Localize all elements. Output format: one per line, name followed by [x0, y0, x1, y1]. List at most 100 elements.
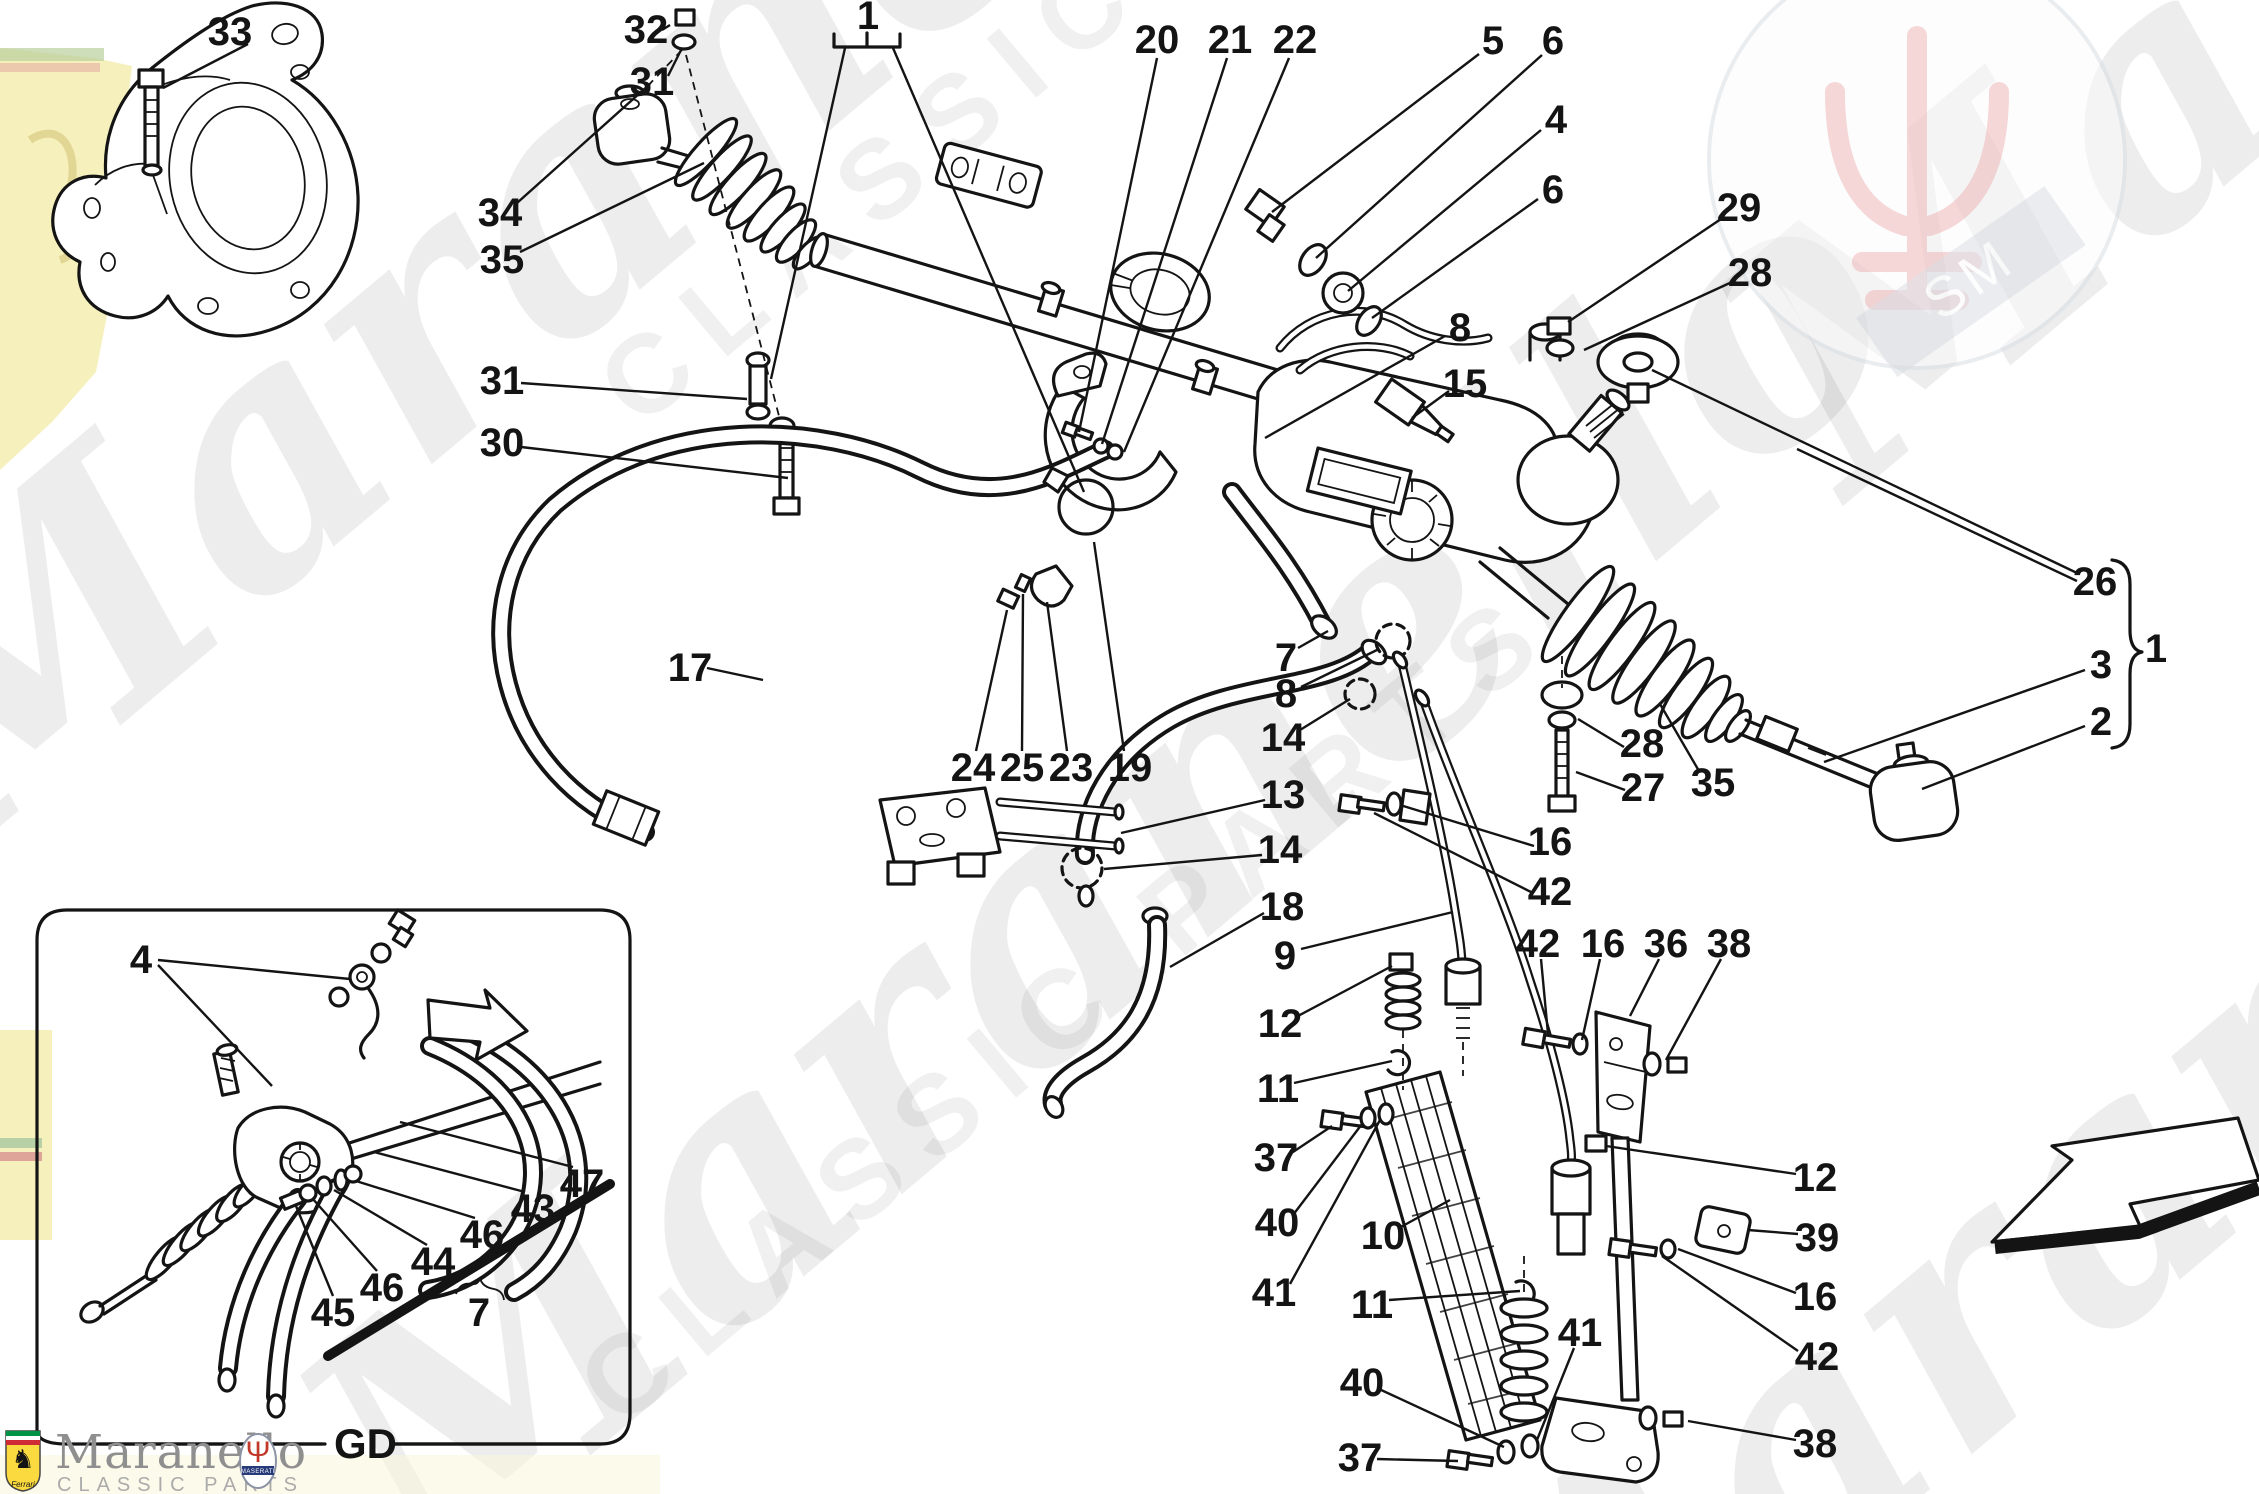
leader-line-5 — [1271, 53, 1480, 213]
bracket-foot — [1540, 1396, 1684, 1484]
bolt-33 — [137, 68, 168, 215]
leader-line-6 — [1315, 54, 1543, 259]
leader-line-20 — [1077, 57, 1159, 433]
logo-tagline: CLASSIC PARTS — [57, 1474, 304, 1494]
leader-line-40 — [1378, 1387, 1505, 1449]
bolt-37a — [1319, 1102, 1395, 1131]
inset-fittings — [278, 1164, 363, 1211]
hose-7 — [1222, 482, 1338, 640]
leader-line-16 — [1399, 803, 1535, 848]
pipe-bracket — [878, 786, 1125, 886]
leader-line-39 — [1747, 1228, 1799, 1236]
inset-shield-watermark — [0, 1030, 52, 1240]
bracket-strap — [1610, 1136, 1640, 1402]
input-shaft — [1567, 388, 1631, 453]
callout-35: 35 — [480, 238, 525, 282]
leader-line-16 — [1677, 1247, 1797, 1295]
leader-line-21 — [1100, 57, 1229, 445]
mount-hardware — [1545, 316, 1680, 404]
callout-12: 12 — [1793, 1156, 1838, 1200]
callout-38: 38 — [1793, 1422, 1838, 1466]
leader-line-40 — [1292, 1123, 1363, 1216]
leader-line-43 — [373, 1150, 526, 1194]
upper-union — [1444, 957, 1482, 1076]
callout-12: 12 — [1258, 1002, 1303, 1046]
callout-38: 38 — [1707, 922, 1752, 966]
callout-27: 27 — [1621, 766, 1666, 810]
tie-rod-end-left — [592, 84, 704, 174]
rack-assembly — [592, 8, 1960, 842]
callout-1: 1 — [857, 0, 879, 38]
callout-40: 40 — [1255, 1201, 1300, 1245]
leader-line-10 — [1398, 1198, 1451, 1230]
callout-42: 42 — [1516, 922, 1561, 966]
callout-37: 37 — [1338, 1436, 1383, 1480]
callout-21: 21 — [1208, 18, 1253, 62]
valve-housing — [1253, 306, 1631, 564]
callout-5: 5 — [1482, 19, 1504, 63]
inset-banjo — [328, 908, 417, 1060]
bolt-30-head — [772, 496, 801, 516]
callout-25: 25 — [1000, 746, 1045, 790]
leader-line-14 — [1103, 853, 1263, 871]
maserati-trident-watermark: SM — [1707, 0, 2127, 377]
leader-line-2 — [1921, 724, 2086, 791]
callout-7: 7 — [468, 1291, 490, 1335]
lower-union — [1550, 1134, 1608, 1256]
clamp-bar — [934, 141, 1043, 209]
leader-line-4 — [157, 958, 351, 981]
leader-line-44 — [333, 1188, 428, 1247]
p-clamp-23 — [1029, 564, 1074, 608]
inset-panel — [35, 908, 632, 1446]
nut-24 — [996, 587, 1021, 610]
leader-line-26 — [1651, 368, 2078, 575]
leader-line-7 — [1297, 629, 1329, 650]
callout-44: 44 — [411, 1240, 456, 1284]
leader-line-15 — [1411, 390, 1450, 419]
leader-line-8 — [1300, 647, 1380, 689]
hose-circuit — [491, 420, 1412, 1119]
leader-line-3 — [1823, 668, 2086, 764]
lower-mount — [1499, 1256, 1549, 1423]
leader-line-28 — [1583, 280, 1733, 352]
pipe-clamp-bolt — [1337, 788, 1432, 826]
leader-line-16 — [1580, 958, 1602, 1041]
hose-17 — [491, 424, 1115, 847]
plate-39 — [1607, 1205, 1752, 1260]
callout-47: 47 — [560, 1162, 605, 1206]
rack-tube — [809, 232, 1280, 404]
callout-4: 4 — [1545, 98, 1568, 142]
leader-line-41 — [1288, 1119, 1382, 1285]
group-marks — [832, 31, 2144, 750]
leader-line-46 — [355, 1179, 476, 1220]
leader-line-30 — [520, 445, 789, 480]
leader-line-31 — [666, 49, 683, 77]
callout-4: 4 — [130, 938, 153, 982]
collar-bushing — [1109, 251, 1211, 333]
callout-15: 15 — [1443, 362, 1488, 406]
callout-36: 36 — [1644, 922, 1689, 966]
callout-37: 37 — [1254, 1136, 1299, 1180]
hose-18 — [1042, 906, 1169, 1119]
callout-28: 28 — [1728, 251, 1773, 295]
leader-line-38 — [1687, 1419, 1797, 1442]
callout-19: 19 — [1108, 746, 1153, 790]
callout-22: 22 — [1273, 18, 1318, 62]
callout-13: 13 — [1261, 773, 1306, 817]
leader-line-11 — [1388, 1289, 1521, 1302]
callout-8: 8 — [1275, 672, 1297, 716]
callout-23: 23 — [1049, 746, 1094, 790]
leader-line-35 — [519, 161, 705, 254]
leader-line-36 — [1628, 958, 1661, 1017]
prancing-horse-icon: ♞ — [11, 1444, 34, 1474]
hose-clamp-19 — [1057, 478, 1115, 536]
callout-39: 39 — [1795, 1216, 1840, 1260]
leader-line-26 — [1796, 447, 2078, 583]
callout-17: 17 — [668, 646, 713, 690]
callout-45: 45 — [311, 1291, 356, 1335]
callout-11: 11 — [1351, 1283, 1393, 1327]
leader-line-37 — [1292, 1125, 1333, 1153]
leader-line-6 — [1371, 198, 1539, 319]
callout-8: 8 — [1449, 306, 1471, 350]
